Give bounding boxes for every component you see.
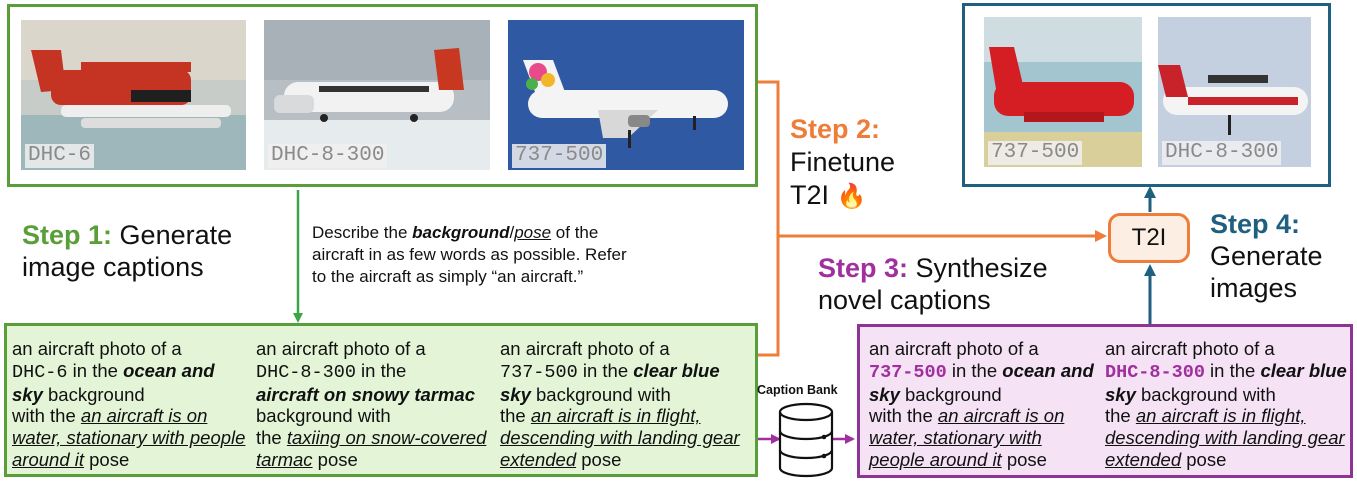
caption-dhc-8-300: an aircraft photo of a DHC-8-300 in the …	[256, 338, 494, 471]
caption-text: pose	[312, 448, 358, 470]
caption-model: DHC-6	[12, 361, 68, 383]
photo-label: 737-500	[512, 144, 607, 168]
caption-text: the	[500, 405, 531, 427]
step-2-number: Step 2:	[790, 114, 881, 144]
instruction-text: Describe the	[312, 223, 413, 242]
caption-prefix: an aircraft photo of a	[500, 338, 670, 359]
caption-text: background	[899, 383, 1002, 405]
novel-captions-box	[857, 324, 1353, 478]
step-2-text-line1: Finetune	[790, 147, 896, 177]
caption-background: ocean and sky	[12, 359, 215, 405]
captions-box	[4, 323, 758, 477]
caption-pose: an aircraft is on water, stationary with…	[12, 405, 246, 470]
caption-model: DHC-8-300	[256, 361, 356, 383]
novel-caption-dhc-8-300: an aircraft photo of a DHC-8-300 in the …	[1105, 338, 1347, 471]
instruction-text: to the aircraft as simply “an aircraft.”	[312, 267, 584, 286]
step-4-number: Step 4:	[1210, 209, 1301, 239]
caption-text: in the	[577, 359, 634, 381]
step-1-label: Step 1: Generate image captions	[22, 219, 232, 283]
instruction-text: of the	[551, 223, 599, 242]
step-2-label: Step 2: Finetune T2I 🔥	[790, 113, 895, 213]
caption-instruction: Describe the background/pose of the airc…	[312, 222, 732, 288]
input-images-frame	[7, 4, 758, 187]
photo-label: DHC-8-300	[1162, 141, 1282, 165]
step-2-text-line2: T2I	[790, 180, 830, 210]
t2i-model-box: T2I	[1108, 213, 1190, 263]
caption-text: the	[1105, 405, 1136, 427]
novel-caption-737-500: an aircraft photo of a 737-500 in the oc…	[869, 338, 1099, 471]
step-1-text-line2: image captions	[22, 252, 204, 282]
photo-label: DHC-6	[25, 144, 95, 168]
caption-text: in the	[67, 359, 124, 381]
step-3-text-line2: novel captions	[818, 285, 991, 315]
aircraft-photo-dhc-8-300: DHC-8-300	[264, 20, 490, 170]
caption-text: pose	[84, 448, 130, 470]
caption-prefix: an aircraft photo of a	[256, 338, 426, 359]
caption-text: with the	[869, 405, 938, 427]
caption-text: background with	[1135, 383, 1276, 405]
caption-pose: an aircraft is in flight, descending wit…	[1105, 405, 1345, 470]
caption-pose: an aircraft is in flight, descending wit…	[500, 405, 740, 470]
photo-label: DHC-8-300	[268, 144, 388, 168]
caption-text: in the	[1204, 359, 1261, 381]
generated-photo-737-500: 737-500	[984, 17, 1142, 167]
step-3-text-line1: Synthesize	[915, 253, 1048, 283]
caption-background: aircraft on snowy tarmac	[256, 383, 475, 405]
caption-dhc-6: an aircraft photo of a DHC-6 in the ocea…	[12, 338, 250, 471]
caption-text: the	[256, 427, 287, 449]
fire-icon: 🔥	[836, 183, 867, 210]
aircraft-photo-737-500: 737-500	[508, 20, 744, 170]
t2i-label: T2I	[1131, 224, 1167, 251]
caption-text: pose	[1181, 448, 1227, 470]
step-4-label: Step 4: Generate images	[1210, 208, 1323, 304]
caption-background: clear blue sky	[500, 359, 720, 405]
photo-label: 737-500	[988, 141, 1083, 165]
instruction-text: aircraft in as few words as possible. Re…	[312, 245, 627, 264]
caption-text: background with	[256, 405, 391, 427]
step-3-label: Step 3: Synthesize novel captions	[818, 252, 1048, 316]
step-1-text-line1: Generate	[119, 220, 233, 250]
caption-737-500: an aircraft photo of a 737-500 in the cl…	[500, 338, 750, 471]
step-4-text-line1: Generate	[1210, 241, 1323, 271]
caption-background: ocean and sky	[869, 359, 1094, 405]
generated-photo-dhc-8-300: DHC-8-300	[1158, 17, 1311, 167]
instruction-pose: pose	[514, 223, 552, 242]
caption-text: in the	[946, 359, 1003, 381]
step-1-number: Step 1:	[22, 220, 113, 250]
database-icon	[778, 402, 834, 478]
caption-text: background	[42, 383, 145, 405]
caption-text: background with	[530, 383, 671, 405]
caption-text: in the	[355, 359, 407, 381]
caption-prefix: an aircraft photo of a	[1105, 338, 1275, 359]
caption-model: 737-500	[869, 361, 947, 383]
caption-model: 737-500	[500, 361, 578, 383]
seaplane-image	[21, 20, 246, 170]
instruction-slash: /	[509, 223, 515, 242]
output-images-frame	[962, 3, 1331, 187]
step-3-number: Step 3:	[818, 253, 909, 283]
caption-text: pose	[576, 448, 622, 470]
caption-text: with the	[12, 405, 81, 427]
caption-prefix: an aircraft photo of a	[869, 338, 1039, 359]
caption-background: clear blue sky	[1105, 359, 1347, 405]
step-4-text-line2: images	[1210, 273, 1298, 303]
caption-bank-label: Caption Bank	[757, 383, 838, 397]
caption-prefix: an aircraft photo of a	[12, 338, 182, 359]
arrow-step2	[757, 80, 780, 357]
caption-pose: taxiing on snow-covered tarmac	[256, 427, 487, 470]
caption-pose: an aircraft is on water, stationary with…	[869, 405, 1065, 470]
instruction-background: background	[412, 223, 510, 242]
caption-text: pose	[1001, 448, 1047, 470]
aircraft-photo-dhc-6: DHC-6	[21, 20, 246, 170]
caption-model: DHC-8-300	[1105, 361, 1205, 383]
